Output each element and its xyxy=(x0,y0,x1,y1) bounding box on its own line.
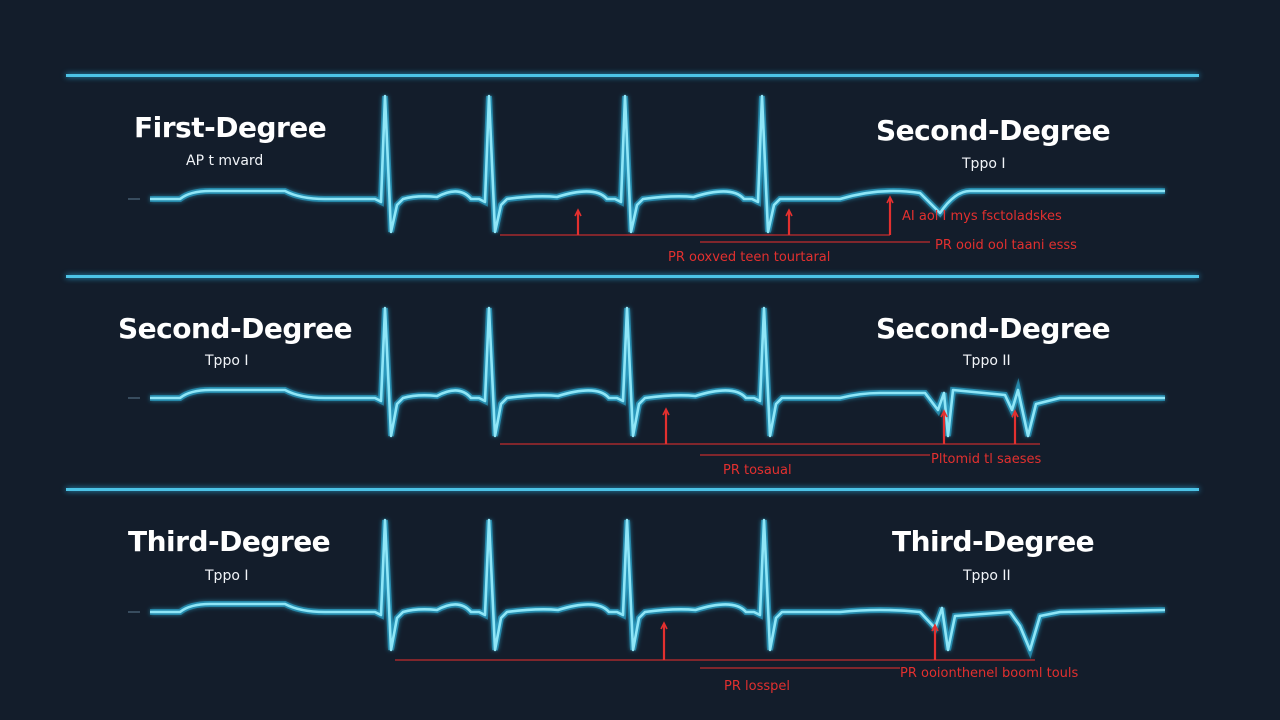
row2-marker-arrow-1 xyxy=(662,407,670,416)
divider-line-bottom xyxy=(66,488,1199,491)
row1-left-title: First-Degree xyxy=(134,111,327,144)
row2-annotation-2: PR tosaual xyxy=(723,463,792,478)
row1-right-title: Second-Degree xyxy=(876,114,1111,147)
row3-right-subtitle: Tppo II xyxy=(963,568,1011,584)
row2-left-title: Second-Degree xyxy=(118,312,353,345)
row1-left-subtitle: AP t mvard xyxy=(186,153,264,169)
row3-marker-arrow-1 xyxy=(660,621,668,630)
row3-left-subtitle: Tppo I xyxy=(205,568,249,584)
row3-annotation-2: PR losspel xyxy=(724,679,790,694)
row1-annotation-3: PR ooxved teen tourtaral xyxy=(668,250,831,265)
row2-left-subtitle: Tppo I xyxy=(205,353,249,369)
divider-line-middle xyxy=(66,275,1199,278)
row1-annotation-1: AI aol I mys fsctoladskes xyxy=(902,209,1062,224)
row3-annotation-1: PR ooionthenel booml touls xyxy=(900,666,1079,681)
row2-annotation-1: Pltomid tl saeses xyxy=(931,452,1042,467)
row1-annotation-2: PR ooid ool taani esss xyxy=(935,238,1077,253)
row1-marker-arrow-2 xyxy=(785,208,793,217)
row1-marker-arrow-3 xyxy=(886,195,894,204)
row3-left-title: Third-Degree xyxy=(128,525,331,558)
row1-ecg-trace xyxy=(150,94,1165,234)
row1-marker-arrow-1 xyxy=(574,208,582,217)
row2-ecg-trace xyxy=(150,306,1165,438)
row1-right-subtitle: Tppo I xyxy=(962,156,1006,172)
row2-marker-arrow-3 xyxy=(940,409,948,418)
row3-right-title: Third-Degree xyxy=(892,525,1095,558)
row2-right-subtitle: Tppo II xyxy=(963,353,1011,369)
row2-marker-arrow-2 xyxy=(1011,409,1019,418)
row3-marker-arrow-2 xyxy=(931,623,939,632)
row2-right-title: Second-Degree xyxy=(876,312,1111,345)
divider-line-top xyxy=(66,74,1199,77)
row3-ecg-trace xyxy=(150,518,1166,652)
